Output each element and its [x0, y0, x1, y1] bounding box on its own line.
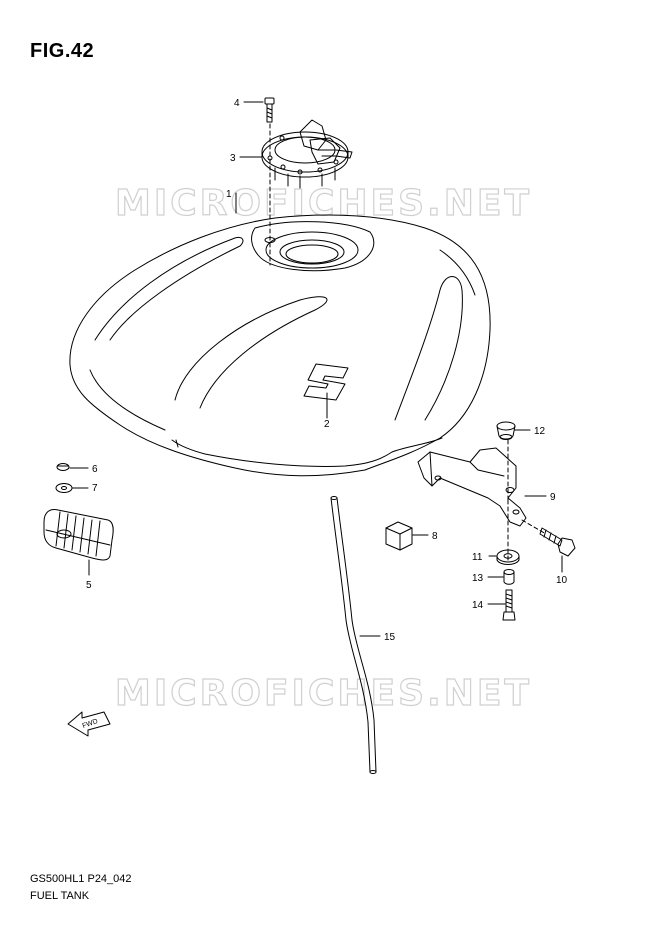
washer: [55, 483, 73, 493]
callout-5: 5: [86, 580, 92, 591]
figure-title: FIG.42: [30, 40, 95, 62]
collar: [503, 569, 515, 585]
damper-block: [385, 521, 413, 551]
mounting-bracket: [417, 447, 527, 527]
fuel-cap-assembly: [261, 119, 353, 189]
callout-11: 11: [472, 552, 483, 563]
callout-9: 9: [550, 492, 556, 503]
callout-1: 1: [226, 189, 232, 200]
callout-2: 2: [324, 419, 330, 430]
callout-12: 12: [534, 426, 546, 437]
fuel-tank: [69, 214, 491, 477]
cushion-cap: [496, 421, 516, 440]
callout-14: 14: [472, 600, 484, 611]
callout-7: 7: [92, 483, 98, 494]
small-screw: [56, 463, 70, 471]
diagram-code: GS500HL1 P24_042: [30, 873, 132, 885]
breather-hose: [330, 496, 377, 774]
watermark-top: MICROFICHES.NET: [115, 183, 532, 224]
rubber-cushion: [43, 509, 114, 561]
bracket-bolt: [539, 527, 576, 557]
callout-8: 8: [432, 531, 438, 542]
lower-bolt: [502, 589, 516, 621]
diagram-name: FUEL TANK: [30, 890, 90, 902]
forward-arrow-icon: [67, 711, 111, 737]
callout-3: 3: [230, 153, 236, 164]
s-emblem: [303, 363, 349, 401]
callout-15: 15: [384, 632, 396, 643]
cap-screw: [264, 97, 275, 123]
forward-label: FWD: [82, 718, 99, 730]
callout-10: 10: [556, 575, 568, 586]
watermark-bottom: MICROFICHES.NET: [115, 673, 532, 714]
grommet: [496, 549, 520, 565]
callout-13: 13: [472, 573, 484, 584]
callout-6: 6: [92, 464, 98, 475]
callout-4: 4: [234, 98, 240, 109]
